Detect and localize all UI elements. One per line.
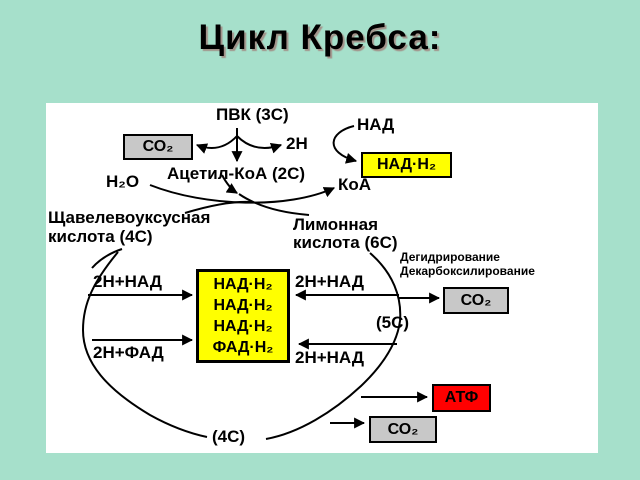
label-pvk: ПВК (3С) [216,105,289,124]
label-right-top-2h-nad: 2Н+НАД [295,272,364,291]
label-koa: КоА [338,175,372,194]
co2-box-bottom: СО₂ [369,416,437,443]
arrow-nad-to-nadh [332,125,358,164]
label-oxaloacetic-line1: Щавелевоуксусная [48,208,211,227]
label-dehydrogenation: Дегидрирование [400,250,500,264]
coenzyme-line: ФАД·Н₂ [212,339,274,356]
label-oxaloacetic-line2: кислота (4С) [48,227,153,246]
cycle-left-arc [81,251,208,438]
label-4c: (4С) [209,428,249,446]
coenzyme-line: НАД·Н₂ [213,276,273,293]
label-h2o: Н₂О [106,172,140,191]
label-citric-line2: кислота (6С) [293,233,398,252]
label-left-bottom-2h-fad: 2Н+ФАД [93,343,164,362]
coenzyme-line: НАД·Н₂ [213,318,273,335]
atf-box: АТФ [432,384,491,412]
arrow-to-2h [236,135,283,154]
label-decarboxylation: Декарбоксилирование [400,264,535,278]
cycle-right-arc [265,252,402,440]
nadh-box-top: НАД·Н₂ [361,152,452,178]
label-5c: (5С) [376,313,410,332]
label-acetyl-koa: Ацетил-КоА (2С) [167,164,306,183]
arrow-acetyl-to-junction [221,174,238,194]
cycle-lines-and-arrows [81,125,441,440]
arrow-h2o-to-koa [149,184,336,204]
label-2h: 2Н [286,134,308,153]
line-oxaloacetic-merge [184,200,252,214]
co2-box-right: СО₂ [443,287,509,314]
label-right-bottom-2h-nad: 2Н+НАД [295,348,364,367]
coenzyme-box: НАД·Н₂ НАД·Н₂ НАД·Н₂ ФАД·Н₂ [196,269,290,363]
line-cycle-to-oxaloacetic [91,248,123,269]
label-left-top-2h-nad: 2Н+НАД [93,272,162,291]
co2-box-top: СО₂ [123,134,193,160]
label-nad: НАД [357,115,395,134]
coenzyme-line: НАД·Н₂ [213,297,273,314]
krebs-cycle-diagram: ПВК (3С) СО₂ 2Н НАД НАД·Н₂ КоА Ацетил-Ко… [46,103,598,453]
slide-title: Цикл Кребса: [198,18,442,57]
label-citric-line1: Лимонная [293,215,379,234]
line-to-citric [238,193,310,216]
arrow-to-co2-top [195,135,238,154]
